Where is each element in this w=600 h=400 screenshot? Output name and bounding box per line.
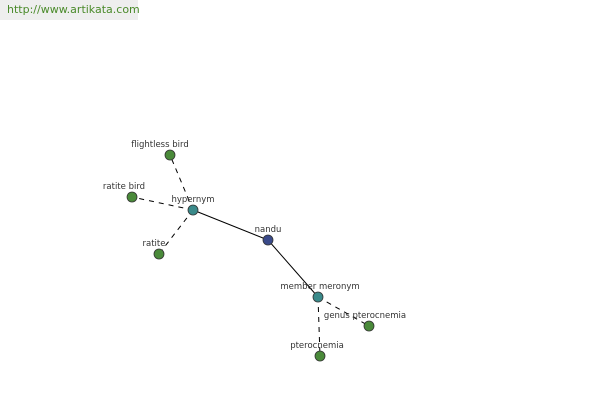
edge-hypernym-ratite-bird (131, 196, 194, 211)
label-ratite[interactable]: ratite (143, 239, 166, 249)
label-hypernym[interactable]: hypernym (171, 195, 214, 205)
label-nandu[interactable]: nandu (255, 225, 282, 235)
label-flightless-bird[interactable]: flightless bird (131, 140, 188, 150)
node-pterocnemia[interactable] (314, 350, 326, 362)
edge-hypernym-nandu (192, 209, 269, 241)
node-ratite[interactable] (153, 248, 165, 260)
site-url-watermark[interactable]: http://www.artikata.com (0, 0, 140, 20)
node-flightless-bird[interactable] (164, 149, 176, 161)
node-member-meronym[interactable] (312, 291, 324, 303)
label-pterocnemia[interactable]: pterocnemia (290, 341, 344, 351)
node-nandu[interactable] (262, 234, 274, 246)
edge-nandu-member-meronym (267, 239, 319, 298)
label-ratite-bird[interactable]: ratite bird (103, 182, 145, 192)
label-genus-pterocnemia[interactable]: genus pterocnemia (324, 311, 406, 321)
node-ratite-bird[interactable] (126, 191, 138, 203)
node-hypernym[interactable] (187, 204, 199, 216)
node-genus-pterocnemia[interactable] (363, 320, 375, 332)
label-member-meronym[interactable]: member meronym (280, 282, 359, 292)
